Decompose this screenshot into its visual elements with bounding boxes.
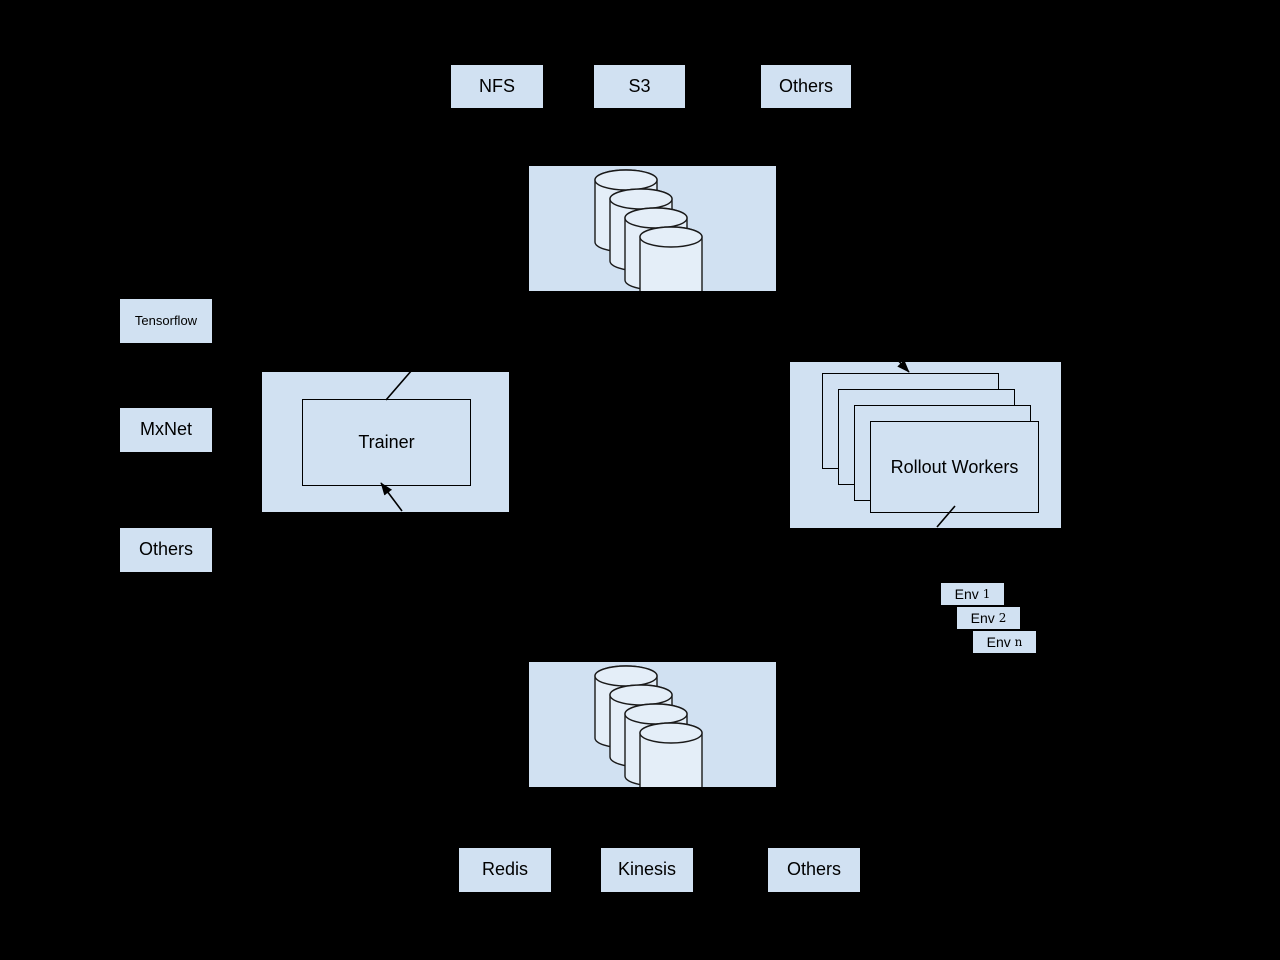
rollout-workers-box[interactable]: Rollout Workers — [870, 421, 1039, 513]
storage-backend-nfs[interactable]: NFS — [451, 65, 543, 108]
framework-mxnet[interactable]: MxNet — [120, 408, 212, 452]
env-index-1: 1 — [982, 587, 991, 601]
storage-backend-s3[interactable]: S3 — [594, 65, 685, 108]
streaming-backend-kinesis[interactable]: Kinesis — [601, 848, 693, 892]
framework-tensorflow[interactable]: Tensorflow — [120, 299, 212, 343]
env-box-2[interactable]: Env 2 — [957, 607, 1020, 629]
env-label-1: Env — [954, 586, 979, 602]
trainer-box[interactable]: Trainer — [302, 399, 471, 486]
env-index-n: n — [1014, 635, 1023, 649]
framework-others[interactable]: Others — [120, 528, 212, 572]
env-index-2: 2 — [998, 611, 1007, 625]
model-store-cylinders — [594, 169, 703, 291]
streaming-backend-others[interactable]: Others — [768, 848, 860, 892]
env-label-n: Env — [986, 634, 1011, 650]
streaming-backend-redis[interactable]: Redis — [459, 848, 551, 892]
env-box-1[interactable]: Env 1 — [941, 583, 1004, 605]
storage-backend-others[interactable]: Others — [761, 65, 851, 108]
env-box-n[interactable]: Env n — [973, 631, 1036, 653]
env-label-2: Env — [970, 610, 995, 626]
data-store-cylinders — [594, 665, 703, 787]
